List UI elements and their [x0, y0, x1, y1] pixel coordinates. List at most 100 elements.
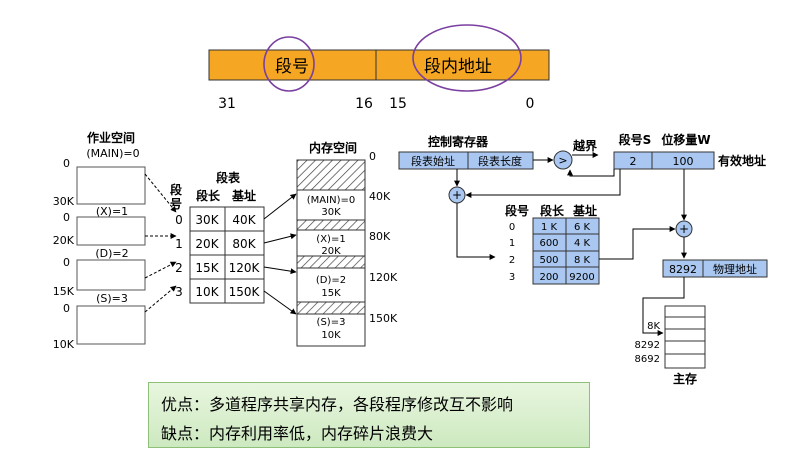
- main-memory-label: 主存: [673, 371, 697, 386]
- comparator-symbol: >: [558, 154, 567, 167]
- bit-31: 31: [218, 96, 236, 112]
- job-segment-main: [76, 166, 146, 205]
- physical-address-register: [662, 259, 768, 278]
- link-table-x: [263, 233, 297, 244]
- seg-table-title: 段表: [216, 170, 241, 185]
- trans-row2-base: 8 K: [574, 255, 591, 266]
- annotation-circle-offset: [412, 24, 522, 92]
- trans-row2-len: 500: [539, 255, 558, 266]
- seg-row3-seg: 3: [175, 285, 183, 299]
- seg-row0-len: 30K: [195, 213, 219, 227]
- reg-length: 段表长度: [478, 154, 522, 168]
- trans-row0-seg: 0: [509, 222, 515, 233]
- memory-hatch-1: [296, 159, 366, 191]
- trans-row0-base: 6 K: [574, 222, 591, 233]
- job-seg0-bottom: 30K: [53, 195, 75, 208]
- trans-row2-seg: 2: [509, 255, 515, 266]
- annotation-circle-segment: [263, 36, 315, 92]
- control-register-title: 控制寄存器: [428, 134, 489, 149]
- job-seg1-top: 0: [63, 211, 70, 224]
- trans-row3-len: 200: [539, 272, 558, 283]
- trans-row0-len: 1 K: [541, 222, 558, 233]
- mem-block3-line1: (S)=3: [317, 317, 346, 328]
- trans-row3-seg: 3: [509, 272, 515, 283]
- trans-col-base: 基址: [572, 203, 597, 218]
- job-seg0-top: 0: [63, 157, 70, 170]
- job-seg1-bottom: 20K: [53, 234, 75, 247]
- address-translation: 控制寄存器 段表始址 段表长度 > 越界 段号S 位移量W 2 100 有效地址…: [398, 132, 768, 386]
- link-job-main: [144, 173, 177, 213]
- bit-15: 15: [389, 96, 407, 112]
- trans-col-seg: 段号: [505, 203, 529, 218]
- job-space-title: 作业空间: [87, 130, 135, 145]
- seg-table-col-seg-2: 号: [170, 196, 182, 211]
- link-seg-adder: [465, 169, 621, 198]
- link-table-s: [263, 290, 297, 315]
- seg-row1-seg: 1: [175, 237, 183, 251]
- seg-row2-seg: 2: [175, 261, 183, 275]
- mem-block1-line2: 20K: [321, 246, 341, 257]
- link-job-s: [144, 285, 177, 313]
- seg-row0-seg: 0: [175, 213, 183, 227]
- link-adder-table: [456, 203, 496, 260]
- trans-row1-base: 4 K: [574, 238, 591, 249]
- job-seg2-name: (D)=2: [95, 247, 128, 260]
- job-segment-x: [76, 216, 146, 246]
- link-table-main: [263, 193, 297, 220]
- bit-0: 0: [526, 96, 535, 112]
- job-seg2-top: 0: [63, 256, 70, 269]
- offset-value: 100: [673, 155, 694, 168]
- trans-row1-seg: 1: [509, 238, 515, 249]
- seg-table-col-seg-1: 段: [170, 182, 183, 197]
- cons-text: 缺点：内存利用率低，内存碎片浪费大: [161, 424, 434, 443]
- memory-space-title: 内存空间: [309, 140, 357, 155]
- link-seg-compare: [567, 169, 615, 177]
- main-memory: [664, 305, 706, 369]
- job-segment-d: [76, 259, 146, 291]
- effective-address-label: 有效地址: [718, 153, 766, 168]
- seg-s-label: 段号S: [619, 132, 652, 147]
- link-base-adder: [599, 226, 676, 260]
- mem-block0-line1: (MAIN)=0: [307, 195, 355, 206]
- trans-row3-base: 9200: [569, 272, 594, 283]
- address-bar: [208, 49, 550, 81]
- pros-cons-box: 优点：多道程序共享内存，各段程序修改互不影响 缺点：内存利用率低，内存碎片浪费大: [148, 382, 590, 448]
- seg-row1-len: 20K: [195, 237, 219, 251]
- bit-16: 16: [355, 96, 373, 112]
- reg-start: 段表始址: [411, 154, 455, 168]
- mem-block0-line2: 30K: [321, 207, 341, 218]
- link-physical-memory: [642, 277, 685, 336]
- segment-table: 段表 段 号 段长 基址 0 30K 40K 1 20K 80K 2 15K 1…: [170, 170, 297, 315]
- job-seg2-bottom: 15K: [53, 285, 75, 298]
- mem-block1-line1: (X)=1: [316, 234, 345, 245]
- mem-addr-40k: 40K: [369, 190, 391, 203]
- memory-hatch-2: [296, 219, 366, 231]
- memory-space: 内存空间 (MAIN)=0 30K (X)=1 20K (D)=2 15K (S…: [296, 140, 398, 347]
- address-format: 段号 段内地址 31 16 15 0: [208, 24, 550, 112]
- job-seg3-bottom: 10K: [53, 338, 75, 351]
- mem-addr-80k: 80K: [369, 230, 391, 243]
- logical-address-register: [613, 151, 715, 170]
- comparator-circle: [553, 150, 573, 170]
- mem-addr-150k: 150K: [369, 312, 398, 325]
- mem-block3-line2: 10K: [321, 330, 341, 341]
- job-seg1-name: (X)=1: [96, 205, 128, 218]
- mem-block2-line2: 15K: [321, 288, 341, 299]
- seg-table-col-base: 基址: [231, 188, 256, 203]
- memory-frame: [296, 159, 366, 347]
- field-segment-number: 段号: [275, 57, 309, 77]
- memory-hatch-3: [296, 255, 366, 269]
- field-offset: 段内地址: [424, 57, 492, 77]
- mem-block2-line1: (D)=2: [316, 275, 346, 286]
- job-segment-s: [76, 305, 146, 345]
- pros-text: 优点：多道程序共享内存，各段程序修改互不影响: [161, 395, 514, 414]
- mem-label-8292: 8292: [635, 340, 660, 351]
- adder-2-symbol: +: [679, 222, 689, 236]
- mem-label-8692: 8692: [635, 354, 660, 365]
- mem-addr-120k: 120K: [369, 271, 398, 284]
- mem-label-8k: 8K: [647, 321, 660, 332]
- memory-hatch-4: [296, 301, 366, 315]
- link-job-d: [144, 261, 177, 279]
